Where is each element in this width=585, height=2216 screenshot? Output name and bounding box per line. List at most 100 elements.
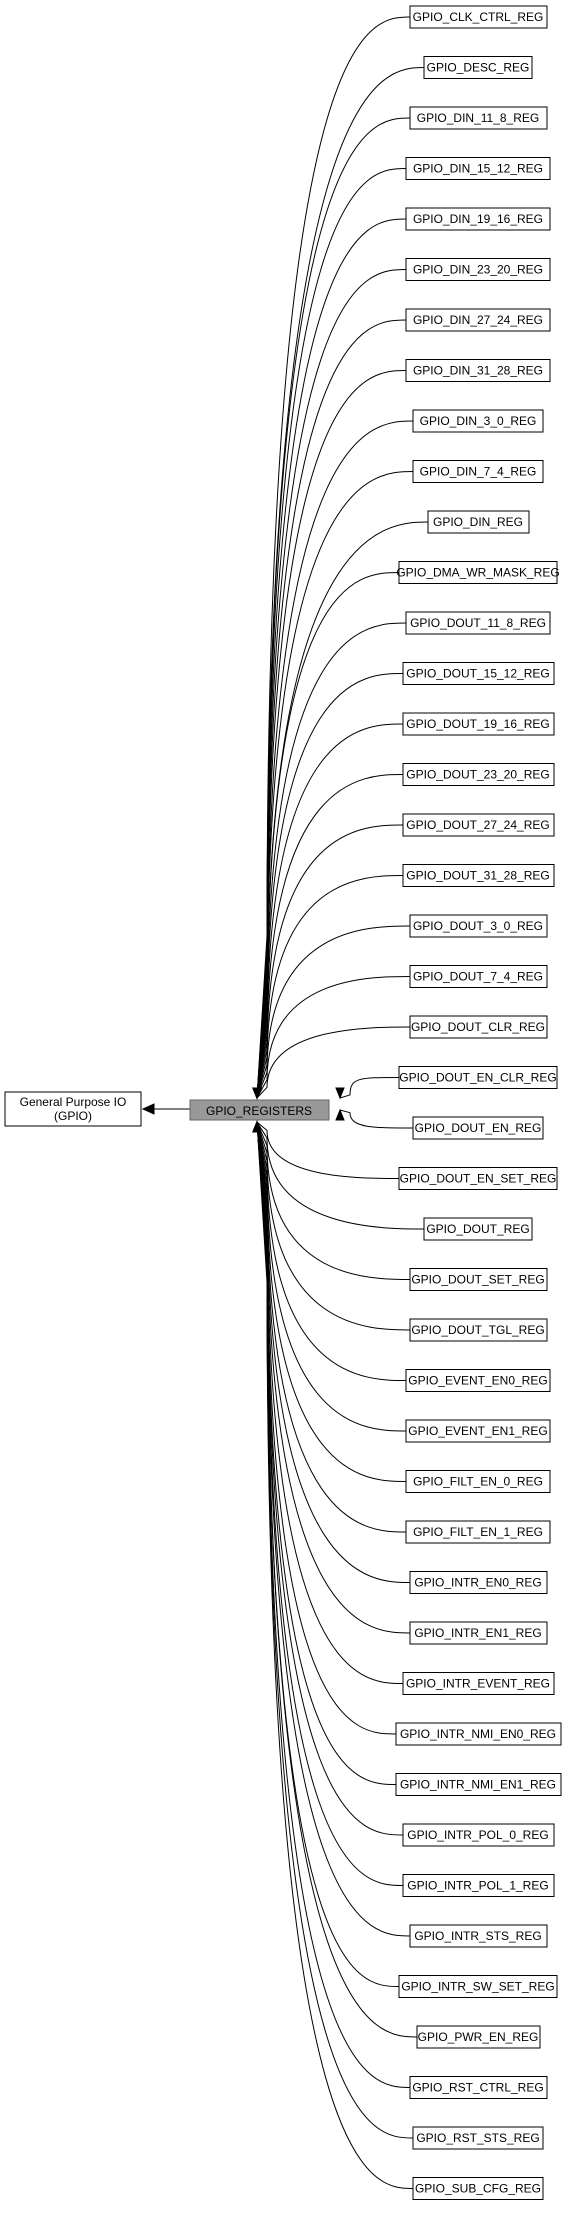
edge-gpio-dout-27-24-reg bbox=[256, 824, 404, 1099]
edge-gpio-din-15-12-reg bbox=[256, 168, 407, 1099]
edge-gpio-dout-15-12-reg bbox=[256, 673, 404, 1099]
node-label-gpio-din-7-4-reg: GPIO_DIN_7_4_REG bbox=[420, 465, 537, 479]
node-gpio-intr-pol-0-reg[interactable]: GPIO_INTR_POL_0_REG bbox=[402, 1823, 555, 1847]
node-box-gpio-dout-27-24-reg bbox=[402, 813, 555, 837]
node-gpio-intr-nmi-en0-reg[interactable]: GPIO_INTR_NMI_EN0_REG bbox=[395, 1722, 562, 1746]
node-gpio-din-15-12-reg[interactable]: GPIO_DIN_15_12_REG bbox=[405, 157, 551, 180]
node-gpio-dma-wr-mask-reg[interactable]: GPIO_DMA_WR_MASK_REG bbox=[396, 561, 560, 584]
edge-gpio-intr-nmi-en1-reg bbox=[256, 1121, 397, 1785]
node-box-gpio-dout-en-reg bbox=[412, 1116, 544, 1140]
edge-gpio-intr-pol-1-reg bbox=[256, 1121, 404, 1886]
node-general-purpose-io[interactable]: General Purpose IO (GPIO) bbox=[4, 1091, 142, 1127]
node-label-gpio-dout-set-reg: GPIO_DOUT_SET_REG bbox=[411, 1273, 544, 1287]
edge-gpio-din-reg bbox=[256, 521, 429, 1099]
node-gpio-dout-tgl-reg[interactable]: GPIO_DOUT_TGL_REG bbox=[409, 1318, 548, 1342]
node-gpio-clk-ctrl-reg[interactable]: GPIO_CLK_CTRL_REG bbox=[409, 5, 548, 29]
node-gpio-dout-clr-reg[interactable]: GPIO_DOUT_CLR_REG bbox=[409, 1015, 548, 1039]
node-box-gpio-intr-event-reg bbox=[402, 1672, 555, 1695]
arrowhead-gpio-dout-clr-reg bbox=[252, 1087, 262, 1100]
node-label-gpio-dout-31-28-reg: GPIO_DOUT_31_28_REG bbox=[406, 869, 549, 883]
node-label-gpio-dout-19-16-reg: GPIO_DOUT_19_16_REG bbox=[406, 717, 549, 731]
node-box-gpio-intr-en1-reg bbox=[409, 1621, 548, 1645]
edge-gpio-dout-en-reg bbox=[339, 1109, 414, 1129]
node-gpio-dout-set-reg[interactable]: GPIO_DOUT_SET_REG bbox=[409, 1268, 548, 1291]
node-gpio-dout-7-4-reg[interactable]: GPIO_DOUT_7_4_REG bbox=[409, 965, 548, 988]
node-gpio-din-3-0-reg[interactable]: GPIO_DIN_3_0_REG bbox=[412, 409, 544, 433]
node-gpio-intr-sw-set-reg[interactable]: GPIO_INTR_SW_SET_REG bbox=[398, 1975, 558, 1998]
node-label-gpio-clk-ctrl-reg: GPIO_CLK_CTRL_REG bbox=[413, 10, 544, 24]
node-gpio-dout-3-0-reg[interactable]: GPIO_DOUT_3_0_REG bbox=[409, 914, 548, 938]
node-label-gpio-rst-ctrl-reg: GPIO_RST_CTRL_REG bbox=[412, 2081, 543, 2095]
node-gpio-intr-pol-1-reg[interactable]: GPIO_INTR_POL_1_REG bbox=[402, 1874, 555, 1897]
node-label-gpio-filt-en-1-reg: GPIO_FILT_EN_1_REG bbox=[413, 1525, 543, 1539]
node-gpio-dout-31-28-reg[interactable]: GPIO_DOUT_31_28_REG bbox=[402, 864, 555, 887]
edge-gpio-dma-wr-mask-reg bbox=[256, 572, 400, 1099]
node-gpio-din-7-4-reg[interactable]: GPIO_DIN_7_4_REG bbox=[412, 460, 544, 483]
node-gpio-rst-ctrl-reg[interactable]: GPIO_RST_CTRL_REG bbox=[409, 2076, 548, 2099]
node-gpio-intr-en1-reg[interactable]: GPIO_INTR_EN1_REG bbox=[409, 1621, 548, 1645]
node-gpio-din-27-24-reg[interactable]: GPIO_DIN_27_24_REG bbox=[405, 308, 551, 332]
node-gpio-intr-en0-reg[interactable]: GPIO_INTR_EN0_REG bbox=[409, 1571, 548, 1594]
node-box-gpio-din-reg bbox=[427, 510, 530, 534]
node-label-gpio-dout-tgl-reg: GPIO_DOUT_TGL_REG bbox=[411, 1323, 544, 1337]
node-gpio-dout-en-set-reg[interactable]: GPIO_DOUT_EN_SET_REG bbox=[398, 1167, 558, 1190]
node-label-gpio-din-31-28-reg: GPIO_DIN_31_28_REG bbox=[413, 364, 543, 378]
arrowhead-gpio-sub-cfg-reg bbox=[252, 1120, 262, 1133]
node-gpio-pwr-en-reg[interactable]: GPIO_PWR_EN_REG bbox=[416, 2025, 541, 2049]
node-gpio-din-31-28-reg[interactable]: GPIO_DIN_31_28_REG bbox=[405, 359, 551, 382]
node-box-gpio-din-19-16-reg bbox=[405, 207, 551, 231]
node-gpio-dout-en-clr-reg[interactable]: GPIO_DOUT_EN_CLR_REG bbox=[398, 1066, 558, 1089]
node-gpio-intr-sts-reg[interactable]: GPIO_INTR_STS_REG bbox=[409, 1924, 548, 1948]
node-box-gpio-event-en1-reg bbox=[405, 1419, 551, 1443]
edge-gpio-dout-clr-reg bbox=[256, 1026, 411, 1099]
node-label-gpio-dma-wr-mask-reg: GPIO_DMA_WR_MASK_REG bbox=[396, 566, 559, 580]
node-box-gpio-dout-set-reg bbox=[409, 1268, 548, 1291]
edge-gpio-event-en0-reg bbox=[256, 1121, 407, 1381]
node-gpio-rst-sts-reg[interactable]: GPIO_RST_STS_REG bbox=[412, 2126, 544, 2150]
node-box-gpio-rst-sts-reg bbox=[412, 2126, 544, 2150]
node-box-gpio-dout-tgl-reg bbox=[409, 1318, 548, 1342]
node-box-gpio-intr-pol-0-reg bbox=[402, 1823, 555, 1847]
node-gpio-registers[interactable]: GPIO_REGISTERS bbox=[189, 1099, 330, 1121]
node-gpio-din-11-8-reg[interactable]: GPIO_DIN_11_8_REG bbox=[409, 106, 548, 130]
node-gpio-filt-en-1-reg[interactable]: GPIO_FILT_EN_1_REG bbox=[405, 1520, 551, 1544]
node-gpio-dout-23-20-reg[interactable]: GPIO_DOUT_23_20_REG bbox=[402, 763, 555, 786]
node-gpio-dout-19-16-reg[interactable]: GPIO_DOUT_19_16_REG bbox=[402, 712, 555, 736]
node-label-gpio-din-3-0-reg: GPIO_DIN_3_0_REG bbox=[420, 414, 537, 428]
node-box-gpio-intr-sts-reg bbox=[409, 1924, 548, 1948]
node-gpio-dout-27-24-reg[interactable]: GPIO_DOUT_27_24_REG bbox=[402, 813, 555, 837]
node-gpio-desc-reg[interactable]: GPIO_DESC_REG bbox=[423, 56, 533, 79]
register-nodes: GPIO_CLK_CTRL_REG GPIO_DESC_REG GPIO_DIN_1… bbox=[395, 5, 562, 2200]
edge-gpio-din-27-24-reg bbox=[256, 319, 407, 1099]
edge-gpio-din-7-4-reg bbox=[256, 471, 414, 1099]
node-box-gpio-dout-clr-reg bbox=[409, 1015, 548, 1039]
node-gpio-registers-label: GPIO_REGISTERS bbox=[206, 1104, 312, 1118]
edge-gpio-intr-pol-0-reg bbox=[256, 1121, 404, 1836]
node-box-gpio-dout-11-8-reg bbox=[405, 611, 551, 635]
node-gpio-intr-event-reg[interactable]: GPIO_INTR_EVENT_REG bbox=[402, 1672, 555, 1695]
edge-gpio-sub-cfg-reg bbox=[256, 1121, 414, 2189]
node-gpio-din-23-20-reg[interactable]: GPIO_DIN_23_20_REG bbox=[405, 258, 551, 281]
node-gpio-dout-en-reg[interactable]: GPIO_DOUT_EN_REG bbox=[412, 1116, 544, 1140]
node-label-gpio-desc-reg: GPIO_DESC_REG bbox=[427, 61, 530, 75]
edge-gpio-intr-nmi-en0-reg bbox=[256, 1121, 397, 1735]
node-gpio-sub-cfg-reg[interactable]: GPIO_SUB_CFG_REG bbox=[412, 2177, 544, 2200]
node-box-gpio-intr-pol-1-reg bbox=[402, 1874, 555, 1897]
node-gpio-event-en0-reg[interactable]: GPIO_EVENT_EN0_REG bbox=[405, 1369, 551, 1392]
node-gpio-dout-reg[interactable]: GPIO_DOUT_REG bbox=[423, 1217, 533, 1241]
node-gpio-intr-nmi-en1-reg[interactable]: GPIO_INTR_NMI_EN1_REG bbox=[395, 1773, 562, 1796]
node-gpio-din-reg[interactable]: GPIO_DIN_REG bbox=[427, 510, 530, 534]
edge-gpio-rst-ctrl-reg bbox=[256, 1121, 411, 2088]
node-box-gpio-intr-nmi-en0-reg bbox=[395, 1722, 562, 1746]
node-gpio-dout-11-8-reg[interactable]: GPIO_DOUT_11_8_REG bbox=[405, 611, 551, 635]
node-box-gpio-dout-reg bbox=[423, 1217, 533, 1241]
node-gpio-event-en1-reg[interactable]: GPIO_EVENT_EN1_REG bbox=[405, 1419, 551, 1443]
node-gpio-dout-15-12-reg[interactable]: GPIO_DOUT_15_12_REG bbox=[402, 662, 555, 685]
node-label-gpio-dout-11-8-reg: GPIO_DOUT_11_8_REG bbox=[410, 616, 546, 630]
node-gpio-din-19-16-reg[interactable]: GPIO_DIN_19_16_REG bbox=[405, 207, 551, 231]
edge-gpio-dout-11-8-reg bbox=[256, 622, 407, 1099]
node-gpio-filt-en-0-reg[interactable]: GPIO_FILT_EN_0_REG bbox=[405, 1470, 551, 1493]
edge-gpio-clk-ctrl-reg bbox=[256, 16, 411, 1099]
node-label-gpio-sub-cfg-reg: GPIO_SUB_CFG_REG bbox=[415, 2182, 541, 2196]
